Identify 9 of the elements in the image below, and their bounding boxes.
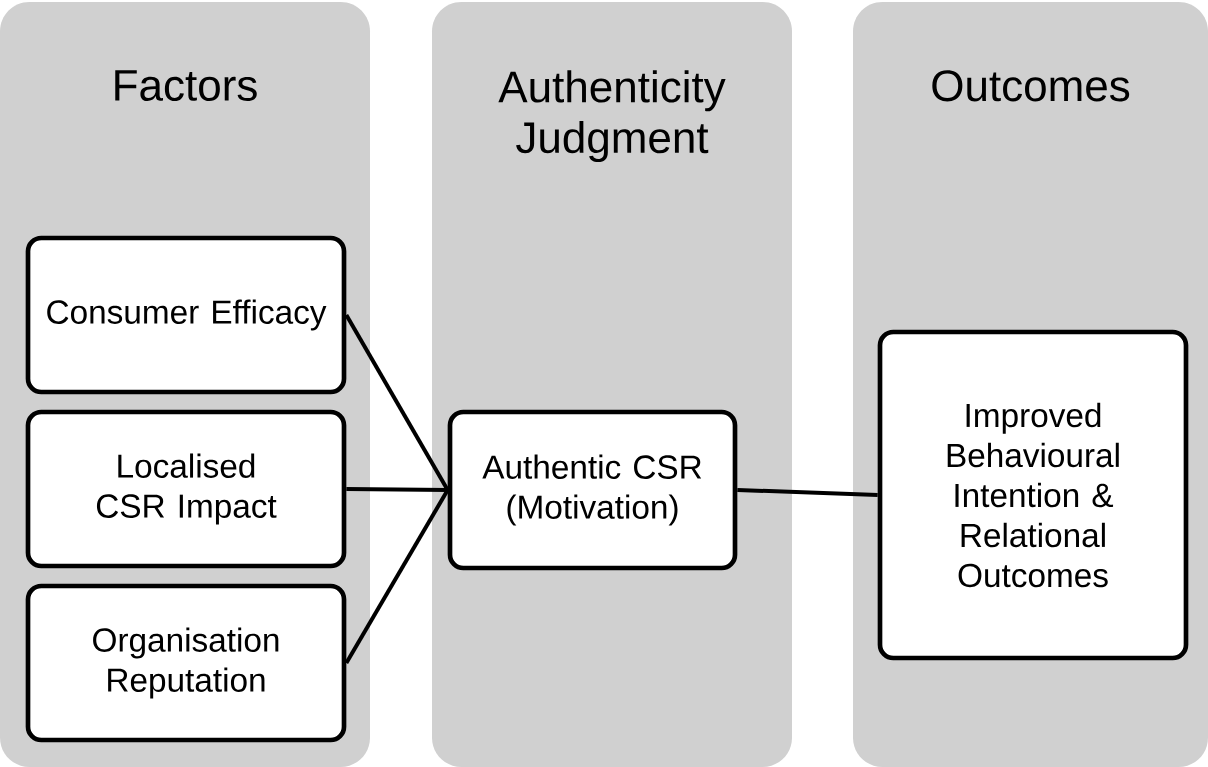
connector-line: [344, 489, 450, 664]
process-box: Consumer Efficacy: [25, 235, 347, 395]
connector-line: [737, 488, 878, 497]
connector-line: [346, 487, 448, 492]
connector-line: [344, 314, 450, 491]
process-box: Improved Behavioural Intention & Relational Outcomes: [877, 329, 1189, 661]
process-box: Localised CSR Impact: [25, 409, 347, 569]
process-box: Organisation Reputation: [25, 583, 347, 743]
process-box: Authentic CSR (Motivation): [447, 409, 738, 571]
